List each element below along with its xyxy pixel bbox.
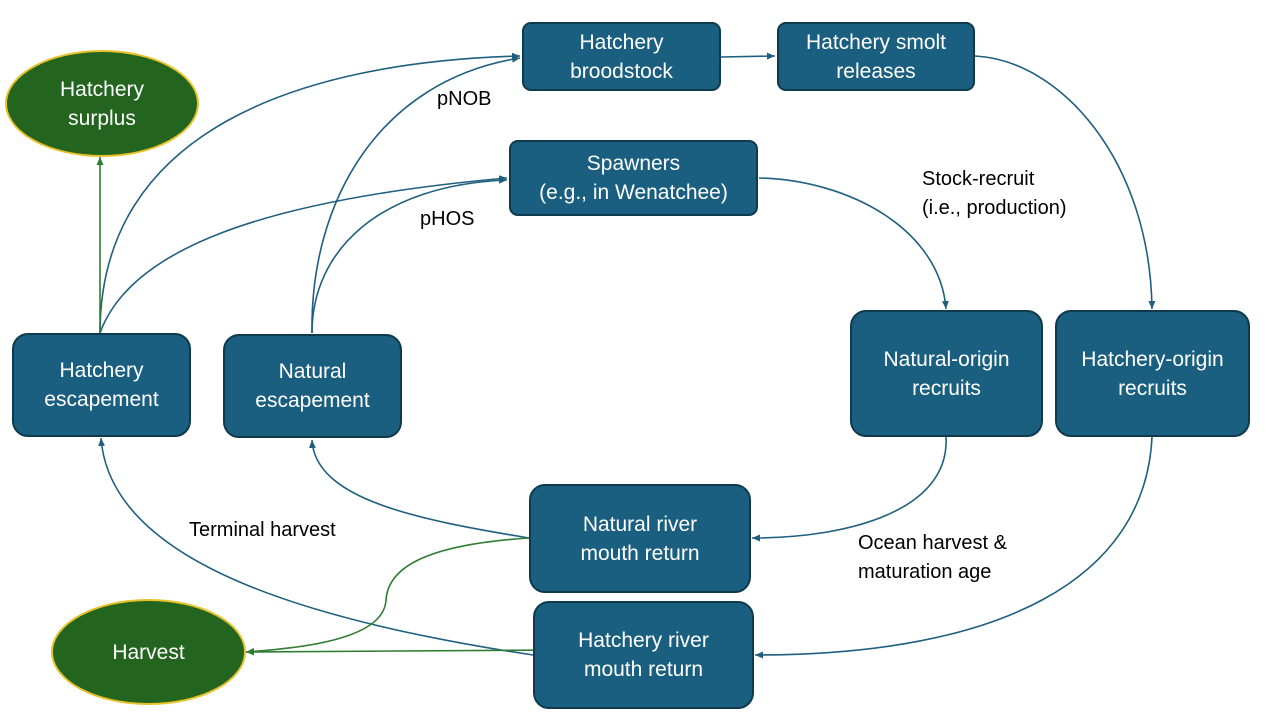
arrow-hatchery-escapement-to-spawners bbox=[99, 175, 508, 334]
arrow-hatchery-return-to-harvest bbox=[245, 648, 556, 656]
arrow-hatchery-origin-recruits-to-hatchery-return bbox=[754, 436, 1153, 659]
label-stock-recruit: Stock-recruit (i.e., production) bbox=[922, 168, 1067, 219]
label-phos: pHOS bbox=[420, 208, 475, 230]
label-terminal-harvest: Terminal harvest bbox=[189, 519, 336, 541]
arrow-hatchery-escapement-to-broodstock bbox=[99, 52, 521, 334]
node-hatchery-smolt-releases: Hatchery smolt releases bbox=[777, 22, 975, 91]
node-hatchery-escapement: Hatchery escapement bbox=[12, 333, 191, 437]
arrow-smolt-releases-to-hatchery-origin-recruits bbox=[974, 55, 1156, 310]
node-hatchery-broodstock: Hatchery broodstock bbox=[522, 22, 721, 91]
node-harvest: Harvest bbox=[51, 599, 246, 705]
label-ocean-harvest: Ocean harvest & maturation age bbox=[858, 532, 1007, 583]
arrow-hatchery-return-to-hatchery-escapement bbox=[98, 437, 534, 656]
node-hatchery-river-mouth-return: Hatchery river mouth return bbox=[533, 601, 754, 709]
node-natural-origin-recruits: Natural-origin recruits bbox=[850, 310, 1043, 437]
arrow-natural-origin-recruits-to-natural-return bbox=[751, 436, 947, 542]
arrow-natural-escapement-to-spawners bbox=[311, 176, 508, 334]
arrow-broodstock-to-smolt-releases bbox=[720, 52, 776, 60]
node-spawners: Spawners (e.g., in Wenatchee) bbox=[509, 140, 758, 216]
node-hatchery-surplus: Hatchery surplus bbox=[5, 50, 199, 157]
node-hatchery-origin-recruits: Hatchery-origin recruits bbox=[1055, 310, 1250, 437]
arrow-natural-escapement-to-broodstock bbox=[311, 55, 521, 334]
arrow-spawners-to-natural-origin-recruits bbox=[758, 177, 949, 310]
node-natural-river-mouth-return: Natural river mouth return bbox=[529, 484, 751, 593]
node-natural-escapement: Natural escapement bbox=[223, 334, 402, 438]
arrow-natural-return-to-natural-escapement bbox=[308, 439, 530, 539]
label-pnob: pNOB bbox=[437, 88, 492, 110]
arrow-natural-return-to-harvest bbox=[245, 537, 530, 655]
